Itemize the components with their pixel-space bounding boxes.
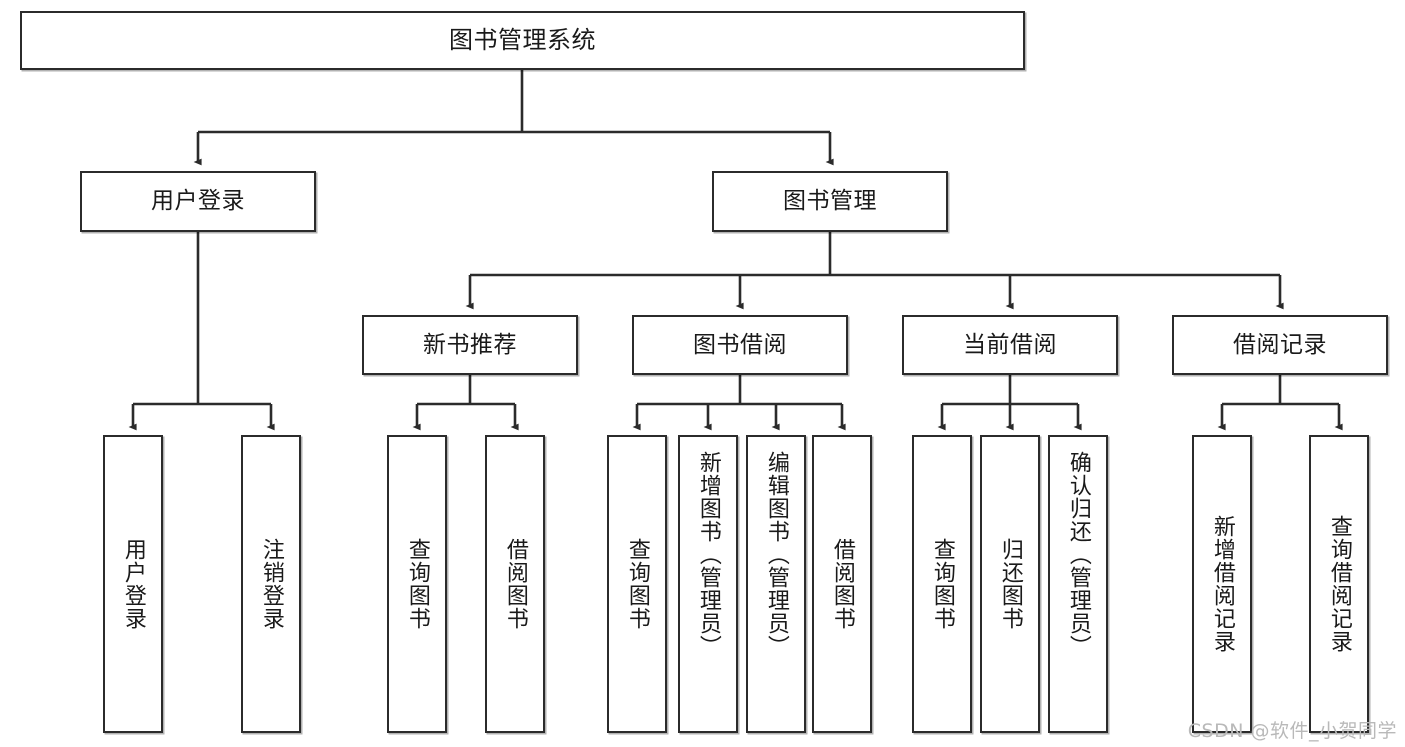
node-label: 查询借阅记录 — [1326, 515, 1352, 653]
node-label: 查询图书 — [404, 538, 430, 630]
node-label: 查询图书 — [929, 538, 955, 630]
node-leaf-borrow-book-1[interactable]: 借阅图书 — [485, 435, 545, 733]
node-borrow-record[interactable]: 借阅记录 — [1172, 315, 1388, 375]
node-label: 新增图书（管理员） — [695, 451, 721, 658]
node-leaf-add-record[interactable]: 新增借阅记录 — [1192, 435, 1252, 733]
node-new-book-recommend[interactable]: 新书推荐 — [362, 315, 578, 375]
node-label: 借阅图书 — [829, 538, 855, 630]
node-label: 当前借阅 — [963, 331, 1057, 358]
node-leaf-query-book-1[interactable]: 查询图书 — [387, 435, 447, 733]
node-label: 借阅记录 — [1233, 331, 1327, 358]
node-label: 注销登录 — [258, 538, 284, 630]
node-leaf-user-login[interactable]: 用户登录 — [103, 435, 163, 733]
node-user-login[interactable]: 用户登录 — [80, 171, 316, 232]
node-current-borrow[interactable]: 当前借阅 — [902, 315, 1118, 375]
node-label: 用户登录 — [151, 188, 245, 215]
node-label: 图书借阅 — [693, 331, 787, 358]
node-book-borrow[interactable]: 图书借阅 — [632, 315, 848, 375]
node-label: 图书管理系统 — [449, 25, 596, 54]
node-book-management[interactable]: 图书管理 — [712, 171, 948, 232]
node-leaf-borrow-book-2[interactable]: 借阅图书 — [812, 435, 872, 733]
node-label: 查询图书 — [624, 538, 650, 630]
node-label: 用户登录 — [120, 538, 146, 630]
node-label: 新书推荐 — [423, 331, 517, 358]
node-leaf-query-book-2[interactable]: 查询图书 — [607, 435, 667, 733]
node-leaf-query-record[interactable]: 查询借阅记录 — [1309, 435, 1369, 733]
node-leaf-return-book[interactable]: 归还图书 — [980, 435, 1040, 733]
node-label: 归还图书 — [997, 538, 1023, 630]
node-leaf-query-book-3[interactable]: 查询图书 — [912, 435, 972, 733]
node-leaf-logout[interactable]: 注销登录 — [241, 435, 301, 733]
node-label: 编辑图书（管理员） — [763, 451, 789, 658]
watermark-text: CSDN @软件_小贺同学 — [1187, 720, 1397, 742]
node-label: 确认归还（管理员） — [1065, 451, 1091, 658]
node-root-library-system[interactable]: 图书管理系统 — [20, 11, 1025, 70]
node-label: 图书管理 — [783, 188, 877, 215]
node-leaf-edit-book[interactable]: 编辑图书（管理员） — [746, 435, 806, 733]
node-label: 借阅图书 — [502, 538, 528, 630]
node-label: 新增借阅记录 — [1209, 515, 1235, 653]
node-leaf-add-book[interactable]: 新增图书（管理员） — [678, 435, 738, 733]
node-leaf-confirm-return[interactable]: 确认归还（管理员） — [1048, 435, 1108, 733]
